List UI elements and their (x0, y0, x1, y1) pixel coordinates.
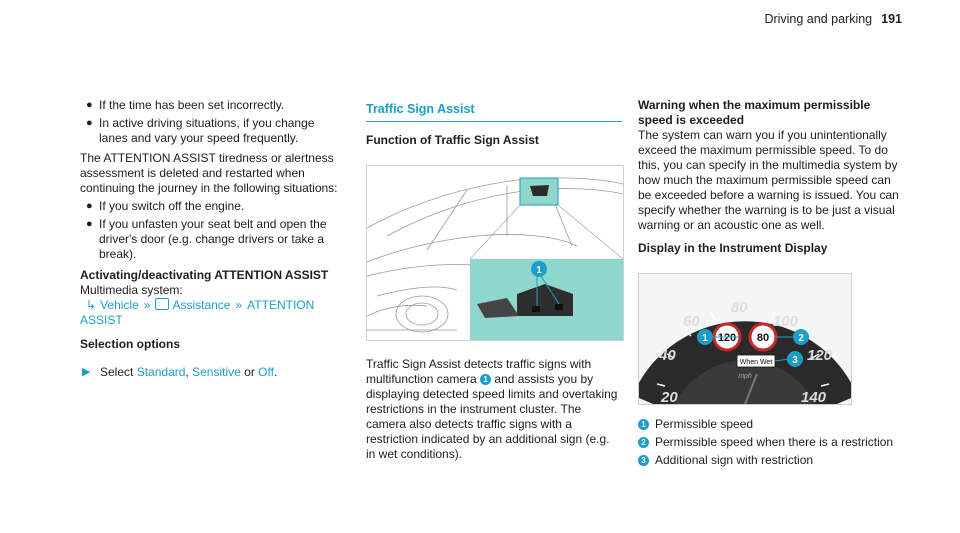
list-item: ●If the time has been set incorrectly. (86, 98, 285, 112)
callout-2-icon (793, 329, 809, 345)
legend-badge: 1 (638, 419, 649, 430)
list-item: ●If you switch off the engine. (86, 199, 245, 213)
gauge-callout: 3 (792, 355, 798, 366)
bullet-icon: ● (86, 99, 93, 111)
option-standard[interactable]: Standard (136, 365, 186, 379)
column-left: ●If the time has been set incorrectly. ●… (80, 98, 346, 380)
column-middle: Traffic Sign Assist Function of Traffic … (366, 102, 624, 462)
tick-label: 80 (731, 299, 748, 316)
multimedia-label: Multimedia system: (80, 283, 183, 297)
tick-label: 40 (658, 347, 676, 364)
double-chevron-icon: » (235, 298, 243, 312)
bullet-icon: ● (86, 200, 93, 212)
bullet-icon: ● (86, 117, 93, 129)
callout-1-icon (697, 329, 713, 345)
bullet-list-top: ●If the time has been set incorrectly. ●… (80, 98, 346, 146)
gauge-callout: 2 (798, 333, 804, 344)
gauge-callout: 1 (702, 333, 708, 344)
column-right: Warning when the maximum permissible spe… (638, 98, 900, 471)
callout-badge: 1 (480, 374, 492, 385)
paragraph: The ATTENTION ASSIST tiredness or alertn… (80, 151, 338, 195)
selection-heading: Selection options (80, 337, 181, 351)
warning-heading: Warning when the maximum permissible spe… (638, 98, 871, 127)
list-item: ●In active driving situations, if you ch… (86, 116, 315, 145)
action-arrow-icon: ▶ (82, 366, 91, 378)
bullet-list-mid: ●If you switch off the engine. ●If you u… (80, 199, 346, 262)
function-heading: Function of Traffic Sign Assist (366, 133, 539, 147)
figure-callout-1: 1 (536, 265, 542, 276)
menu-path: ↳Vehicle » Assistance »ATTENTION ASSIST (80, 298, 346, 328)
speed-sign-value: 120 (718, 332, 736, 344)
caption: Traffic Sign Assist detects traffic sign… (366, 357, 618, 461)
list-item: ●If you unfasten your seat belt and open… (86, 217, 327, 261)
path-attention-assist[interactable]: ATTENTION ASSIST (80, 298, 315, 327)
action-step: ▶ Select Standard, Sensitive or Off. (82, 365, 278, 379)
bullet-icon: ● (86, 218, 93, 230)
section-name: Driving and parking (764, 12, 873, 26)
legend-badge: 3 (638, 455, 649, 466)
instrument-display-illustration: 20 40 60 80 100 120 140 120 80 When Wet … (638, 273, 852, 405)
car-assist-icon (155, 298, 170, 310)
return-arrow-icon: ↳ (86, 298, 97, 312)
section-title: Traffic Sign Assist (366, 102, 622, 122)
tick-label: 120 (807, 347, 833, 364)
tick-label: 100 (773, 313, 799, 330)
wet-sign-label: When Wet (740, 359, 773, 366)
tick-label: 60 (683, 313, 700, 330)
tick-label: 20 (660, 389, 678, 404)
page-number: 191 (881, 12, 902, 26)
unit-label: mph (738, 373, 752, 380)
option-off[interactable]: Off (258, 365, 274, 379)
display-heading: Display in the Instrument Display (638, 241, 828, 255)
speedometer-svg: 20 40 60 80 100 120 140 120 80 When Wet … (639, 299, 851, 404)
path-assistance[interactable]: Assistance (172, 298, 231, 312)
double-chevron-icon: » (143, 298, 151, 312)
speed-sign-value: 80 (757, 332, 769, 344)
car-illustration-svg: 1 (367, 177, 623, 340)
page-header: Driving and parking 191 (764, 12, 902, 26)
tick-label: 140 (801, 389, 827, 404)
path-vehicle[interactable]: Vehicle (100, 298, 139, 312)
option-sensitive[interactable]: Sensitive (192, 365, 241, 379)
legend-badge: 2 (638, 437, 649, 448)
callout-3-icon (787, 351, 803, 367)
car-camera-illustration: 1 (366, 165, 624, 341)
callout-1-icon (531, 261, 547, 277)
activating-heading: Activating/deactivating ATTENTION ASSIST (80, 268, 329, 282)
warning-text: The system can warn you if you unintenti… (638, 128, 899, 232)
